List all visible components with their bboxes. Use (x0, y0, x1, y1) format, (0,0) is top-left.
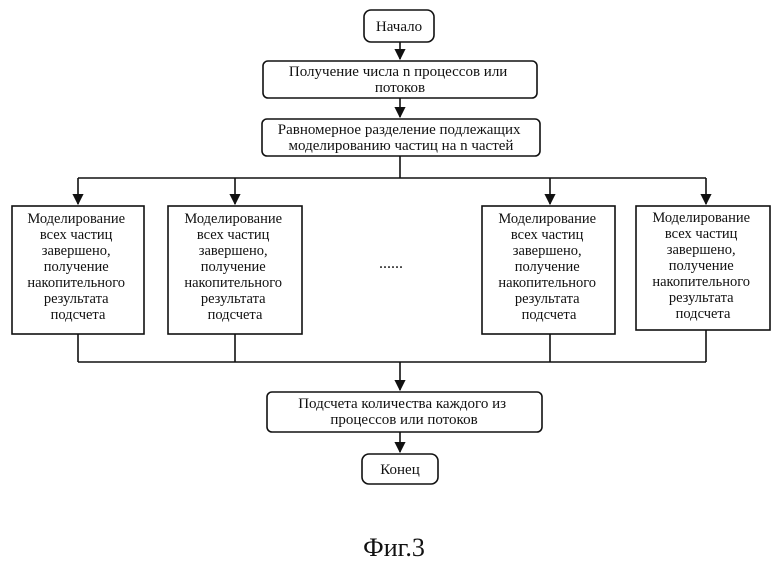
node-sim-4-line-5: накопительного (652, 274, 750, 290)
node-split: Равномерное разделение подлежащих модели… (262, 119, 540, 156)
node-sim-3-line-2: всех частиц (511, 227, 584, 243)
node-sim-3: Моделирование всех частиц завершено, пол… (482, 206, 615, 334)
node-sim-1: Моделирование всех частиц завершено, пол… (12, 206, 144, 334)
node-get-n-line-1: Получение числа n процессов или (289, 64, 507, 80)
node-sim-3-line-4: получение (515, 259, 580, 275)
node-sim-1-line-4: получение (44, 259, 109, 275)
node-sim-4-line-7: подсчета (676, 306, 731, 322)
node-sim-1-line-5: накопительного (27, 275, 125, 291)
node-sim-2-line-7: подсчета (208, 307, 263, 323)
node-sim-4: Моделирование всех частиц завершено, пол… (636, 206, 770, 330)
node-start-label: Начало (376, 19, 422, 35)
node-sim-1-line-6: результата (44, 291, 109, 307)
node-sim-2-line-1: Моделирование (184, 211, 282, 227)
node-sim-2-line-4: получение (201, 259, 266, 275)
node-count: Подсчета количества каждого из процессов… (267, 392, 542, 432)
node-sim-2-line-6: результата (201, 291, 266, 307)
node-end-label: Конец (380, 462, 419, 478)
node-sim-2-line-3: завершено, (199, 243, 268, 259)
node-end: Конец (362, 454, 438, 484)
node-sim-4-line-2: всех частиц (665, 226, 738, 242)
node-sim-2: Моделирование всех частиц завершено, пол… (168, 206, 302, 334)
node-sim-3-line-3: завершено, (513, 243, 582, 259)
node-sim-3-line-7: подсчета (522, 307, 577, 323)
node-split-line-1: Равномерное разделение подлежащих (278, 122, 521, 138)
node-sim-1-line-3: завершено, (42, 243, 111, 259)
node-count-line-1: Подсчета количества каждого из (298, 396, 506, 412)
node-sim-2-line-5: накопительного (184, 275, 282, 291)
node-sim-4-line-1: Моделирование (652, 210, 750, 226)
node-sim-4-line-3: завершено, (667, 242, 736, 258)
node-sim-3-line-1: Моделирование (498, 211, 596, 227)
node-sim-4-line-6: результата (669, 290, 734, 306)
node-sim-2-line-2: всех частиц (197, 227, 270, 243)
node-sim-1-line-7: подсчета (51, 307, 106, 323)
figure-caption: Фиг.3 (363, 533, 425, 562)
node-sim-3-line-5: накопительного (498, 275, 596, 291)
ellipsis: ...... (379, 255, 403, 272)
node-get-n-line-2: потоков (375, 80, 425, 96)
node-get-n: Получение числа n процессов или потоков (263, 61, 537, 98)
node-split-line-2: моделированию частиц на n частей (289, 138, 514, 154)
node-sim-1-line-1: Моделирование (27, 211, 125, 227)
svg-text:Равномерное разделение подлежа: Равномерное разделение подлежащих модели… (278, 122, 525, 154)
node-sim-1-line-2: всех частиц (40, 227, 113, 243)
node-sim-4-line-4: получение (669, 258, 734, 274)
node-count-line-2: процессов или потоков (330, 412, 477, 428)
node-start: Начало (364, 10, 434, 42)
node-sim-3-line-6: результата (515, 291, 580, 307)
